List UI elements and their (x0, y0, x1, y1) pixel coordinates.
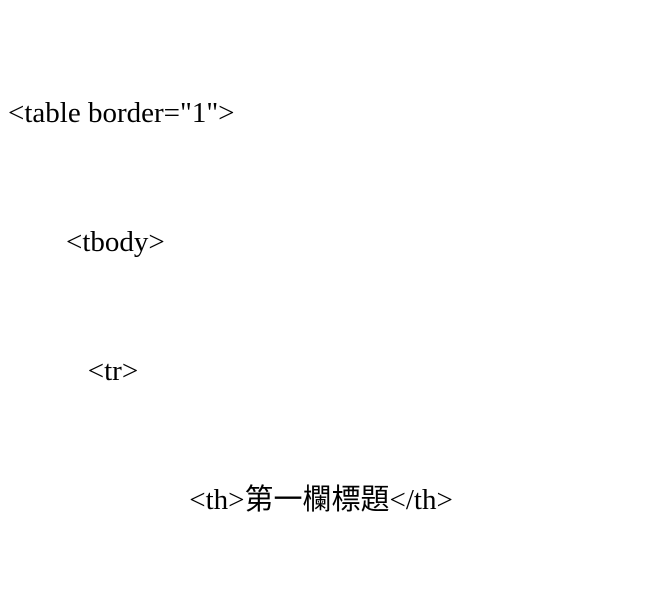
code-line-table-open: <table border="1"> (8, 97, 235, 129)
code-line-tbody-open: <tbody> (8, 226, 165, 258)
code-line-th-1: <th>第一欄標題</th> (8, 484, 453, 516)
code-line-tr-open-1: <tr> (8, 355, 139, 387)
html-source-code-block: <table border="1"> <tbody> <tr> <th>第一欄標… (8, 6, 646, 607)
